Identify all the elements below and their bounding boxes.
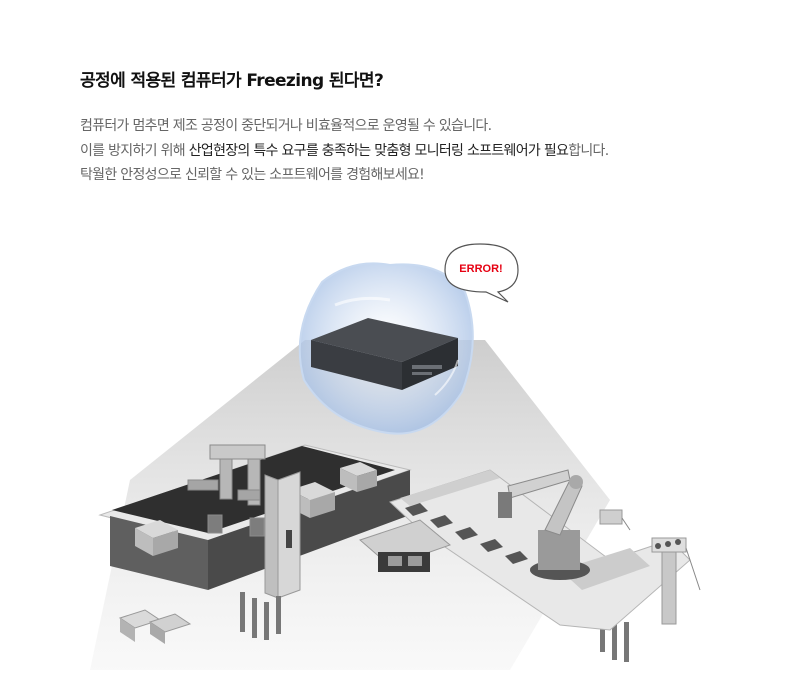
factory-illustration: ERROR! bbox=[90, 230, 730, 676]
right-post bbox=[599, 509, 701, 625]
computer-front bbox=[402, 338, 458, 390]
description-line-3: 탁월한 안정성으로 신뢰할 수 있는 소프트웨어를 경험해보세요! bbox=[80, 167, 425, 183]
description-line-2: 이를 방지하기 위해 산업현장의 특수 요구를 충족하는 맞춤형 모니터링 소프… bbox=[80, 139, 609, 164]
error-label: ERROR! bbox=[459, 263, 502, 275]
error-bubble: ERROR! bbox=[444, 243, 519, 303]
description-highlight: 산업현장의 특수 요구를 충족하는 맞춤형 모니터링 소프트웨어가 필요 bbox=[188, 142, 569, 159]
description-line-2-start: 이를 방지하기 위해 bbox=[80, 142, 189, 159]
description: 컴퓨터가 멈추면 제조 공정이 중단되거나 비효율적으로 운영될 수 있습니다.… bbox=[80, 114, 609, 188]
left-tower bbox=[264, 471, 301, 599]
fallen-boxes bbox=[118, 609, 192, 644]
industrial-robot bbox=[498, 469, 590, 580]
computer-top bbox=[311, 318, 458, 362]
robot-arms-left bbox=[187, 444, 266, 537]
support-legs bbox=[240, 592, 629, 662]
computer-left bbox=[311, 340, 402, 390]
description-line-2-end: 합니다. bbox=[568, 142, 609, 159]
page-title: 공정에 적용된 컴퓨터가 Freezing 된다면? bbox=[80, 71, 384, 91]
left-conveyor bbox=[98, 444, 412, 590]
description-line-1: 컴퓨터가 멈추면 제조 공정이 중단되거나 비효율적으로 운영될 수 있습니다. bbox=[80, 118, 492, 134]
frozen-computer bbox=[298, 262, 474, 435]
